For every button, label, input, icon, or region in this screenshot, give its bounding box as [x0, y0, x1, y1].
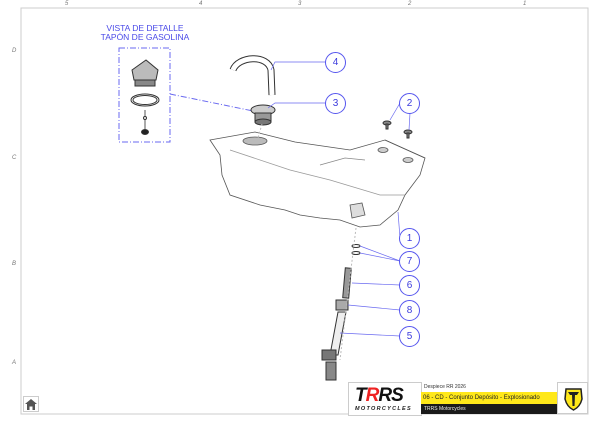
company-name: TRRS Motorcycles	[421, 404, 557, 414]
balloon-3: 3	[325, 93, 346, 114]
zone-row-a: A	[12, 360, 17, 366]
detail-leader	[169, 93, 259, 113]
balloon-2: 2	[399, 93, 420, 114]
home-button[interactable]	[23, 396, 39, 412]
home-icon	[25, 399, 37, 410]
balloon-8: 8	[399, 300, 420, 321]
zone-row-c: C	[12, 155, 17, 161]
brand-wordmark: TRRS	[355, 385, 404, 406]
balloon-1: 1	[399, 228, 420, 249]
balloon-4: 4	[325, 52, 346, 73]
brand-logo: TRRS MOTORCYCLES	[348, 382, 422, 416]
fuel-tank-drawing	[209, 131, 426, 228]
drawing-title: 06 - CD - Conjunto Depósito - Explosiona…	[421, 392, 557, 404]
drawing-set-label: Despiece RR 2026	[424, 384, 466, 390]
fuel-cap-drawing	[250, 104, 276, 126]
zone-row-d: D	[12, 48, 17, 54]
brand-shield-icon	[557, 382, 588, 414]
fuel-hose-drawing	[229, 55, 276, 96]
zone-col-1: 1	[523, 1, 527, 7]
screws-drawing	[382, 120, 413, 139]
detail-title-line1: VISTA DE DETALLE	[106, 23, 184, 33]
balloon-5: 5	[399, 326, 420, 347]
detail-view-frame	[118, 47, 171, 143]
brand-subtitle: MOTORCYCLES	[355, 406, 412, 412]
detail-title-line2: TAPÓN DE GASOLINA	[100, 32, 190, 42]
balloon-leaders	[267, 61, 411, 337]
zone-row-b: B	[12, 261, 17, 267]
zone-col-3: 3	[298, 1, 302, 7]
balloon-7: 7	[399, 251, 420, 272]
fuel-tap-parts-drawing	[321, 244, 361, 381]
zone-col-2: 2	[408, 1, 412, 7]
balloon-6: 6	[399, 275, 420, 296]
zone-col-4: 4	[199, 1, 203, 7]
detail-view-title: VISTA DE DETALLE TAPÓN DE GASOLINA	[100, 24, 190, 42]
sheet-border	[20, 7, 589, 415]
zone-col-5: 5	[65, 1, 69, 7]
assembly-axes	[257, 123, 357, 361]
detail-cap-drawing	[130, 59, 160, 135]
